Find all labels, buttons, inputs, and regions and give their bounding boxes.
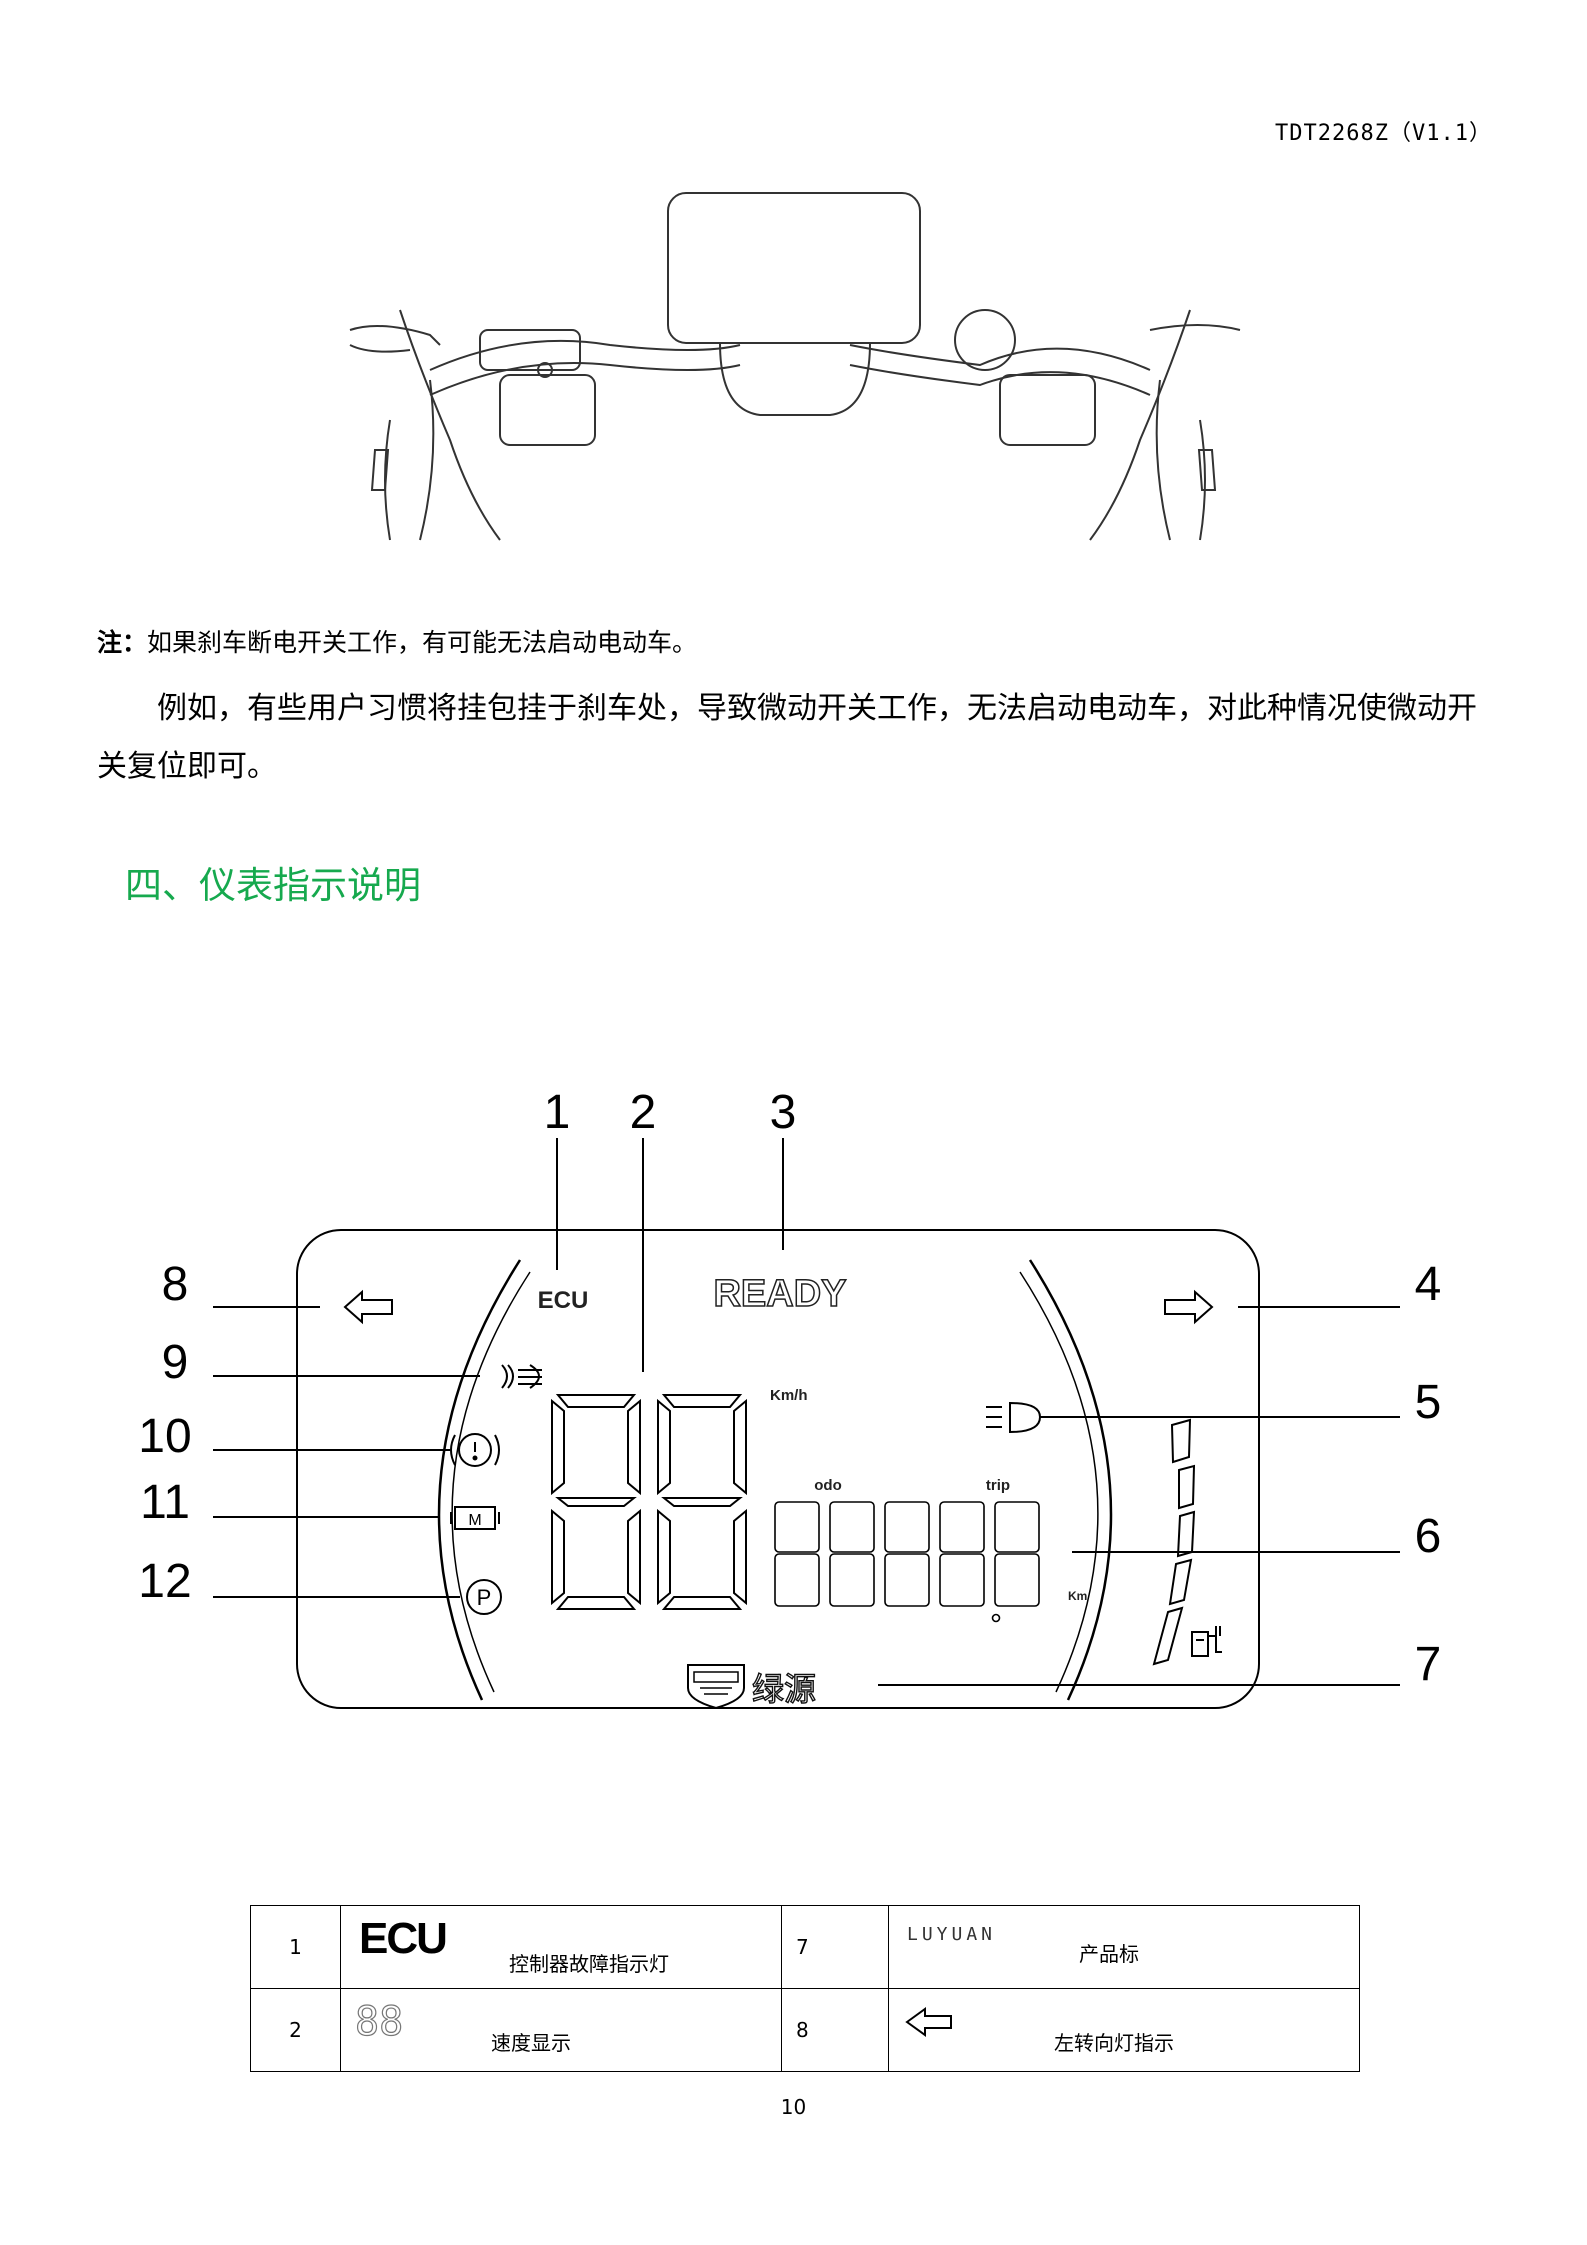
ecu-label: ECU bbox=[538, 1287, 589, 1314]
callout-9: 9 bbox=[162, 1336, 189, 1389]
row2-right-desc: 左转向灯指示 bbox=[1054, 2031, 1174, 2055]
note: 注：如果刹车断电开关工作，有可能无法启动电动车。 bbox=[97, 623, 697, 659]
callout-12: 12 bbox=[138, 1555, 191, 1608]
motor-icon: M bbox=[450, 1506, 500, 1530]
left-arrow-icon bbox=[905, 2007, 952, 2037]
trip-label: trip bbox=[986, 1477, 1010, 1494]
row1-left-desc: 控制器故障指示灯 bbox=[509, 1952, 669, 1976]
left-arc-inner bbox=[451, 1271, 531, 1693]
km-unit-label: Km bbox=[1068, 1589, 1087, 1603]
display-mount-drawing bbox=[719, 342, 871, 416]
brake-warning-icon bbox=[450, 1433, 500, 1467]
display-screen-drawing bbox=[667, 192, 921, 344]
row2-right-cell: 左转向灯指示 bbox=[888, 1988, 1360, 2072]
high-beam-icon bbox=[501, 1364, 542, 1389]
headlight-icon bbox=[986, 1401, 1042, 1434]
odometer-display bbox=[774, 1501, 1040, 1623]
row1-left-number: 1 bbox=[250, 1905, 341, 1989]
row2-left-cell: 88 速度显示 bbox=[340, 1988, 782, 2072]
callout-4: 4 bbox=[1415, 1258, 1442, 1311]
brand-logo bbox=[687, 1664, 745, 1710]
row1-right-desc: 产品标 bbox=[1079, 1942, 1139, 1966]
row2-left-number: 2 bbox=[250, 1988, 341, 2072]
left-arrow-icon bbox=[343, 1289, 393, 1325]
row1-right-cell: LUYUAN 产品标 bbox=[888, 1905, 1360, 1989]
callout-10: 10 bbox=[138, 1410, 191, 1463]
left-arc-outer bbox=[437, 1259, 522, 1701]
callout-3: 3 bbox=[770, 1086, 797, 1139]
document-code: TDT2268Z（V1.1） bbox=[1275, 121, 1492, 146]
battery-gauge bbox=[1152, 1418, 1196, 1666]
svg-text:P: P bbox=[477, 1585, 492, 1610]
luyuan-logo-text: LUYUAN bbox=[907, 1924, 997, 1945]
speed-unit-label: Km/h bbox=[770, 1387, 808, 1404]
charging-icon bbox=[1191, 1626, 1222, 1657]
speed-digits-icon: 88 bbox=[354, 1998, 404, 2045]
left-switch-drawing bbox=[499, 374, 596, 446]
mirror-mount-drawing bbox=[954, 309, 1016, 371]
note-label: 注： bbox=[97, 628, 148, 657]
right-switch-drawing bbox=[999, 374, 1096, 446]
table-row: 1 ECU 控制器故障指示灯 7 LUYUAN 产品标 bbox=[250, 1905, 1360, 1989]
brand-text: 绿源 bbox=[752, 1670, 816, 1708]
row2-right-number: 8 bbox=[781, 1988, 889, 2072]
table-row: 2 88 速度显示 8 左转向灯指示 bbox=[250, 1988, 1360, 2072]
ecu-icon: ECU bbox=[359, 1914, 448, 1963]
right-arc-inner bbox=[1019, 1271, 1099, 1693]
lcd-frame bbox=[296, 1229, 1260, 1709]
body-paragraph: 例如，有些用户习惯将挂包挂于刹车处，导致微动开关工作，无法启动电动车，对此种情况… bbox=[97, 691, 1477, 784]
ready-label: READY bbox=[713, 1273, 846, 1315]
section-heading: 四、仪表指示说明 bbox=[125, 864, 421, 907]
parking-icon: P bbox=[466, 1579, 502, 1615]
dashboard-diagram: 1 2 3 4 5 6 7 8 9 10 11 12 ECU READY bbox=[138, 1086, 1442, 1710]
callout-11: 11 bbox=[140, 1476, 190, 1529]
callout-6: 6 bbox=[1415, 1510, 1442, 1563]
row2-left-desc: 速度显示 bbox=[491, 2031, 571, 2055]
callout-2: 2 bbox=[630, 1086, 657, 1139]
odo-label: odo bbox=[814, 1477, 842, 1494]
callout-1: 1 bbox=[544, 1086, 571, 1139]
row1-left-cell: ECU 控制器故障指示灯 bbox=[340, 1905, 782, 1989]
callout-5: 5 bbox=[1415, 1376, 1442, 1429]
speed-display bbox=[551, 1394, 747, 1610]
note-text: 如果刹车断电开关工作，有可能无法启动电动车。 bbox=[147, 628, 698, 657]
right-arrow-icon bbox=[1164, 1289, 1214, 1325]
callout-8: 8 bbox=[162, 1258, 189, 1311]
row1-right-number: 7 bbox=[781, 1905, 889, 1989]
svg-text:M: M bbox=[468, 1512, 481, 1529]
handlebar-illustration bbox=[349, 192, 1241, 541]
callout-7: 7 bbox=[1415, 1638, 1442, 1691]
right-arc-outer bbox=[1028, 1259, 1113, 1701]
page-number: 10 bbox=[780, 2095, 807, 2119]
indicator-table: 1 ECU 控制器故障指示灯 7 LUYUAN 产品标 2 88 速度显示 8 … bbox=[250, 1905, 1360, 2072]
